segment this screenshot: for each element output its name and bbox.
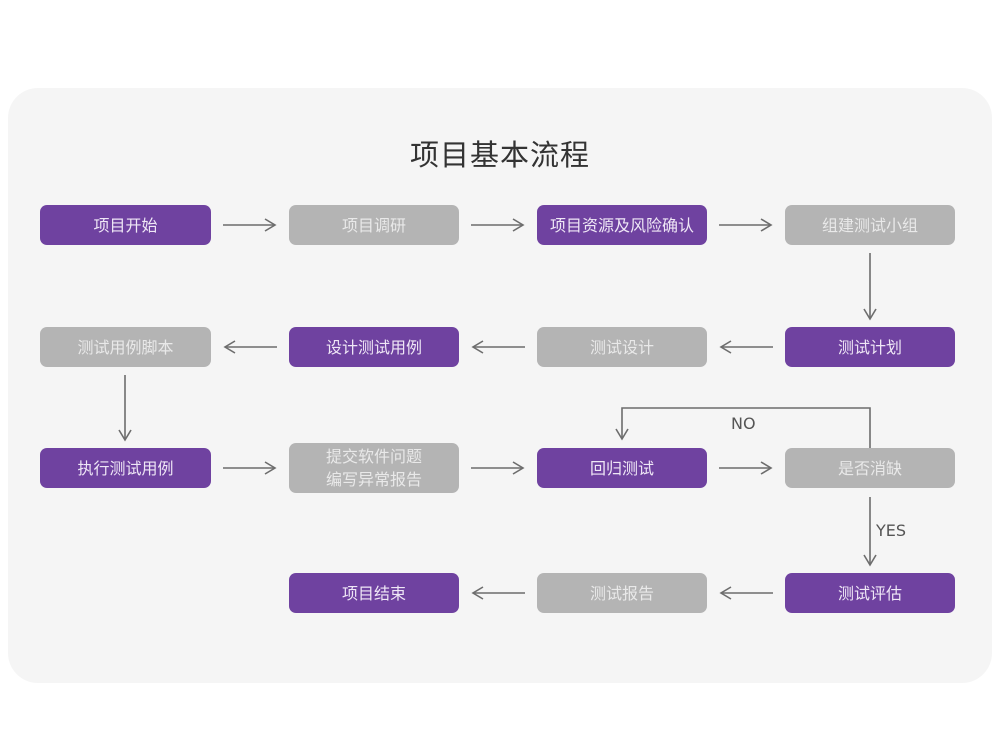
node-project-research[interactable]: 项目调研 [289,205,459,245]
node-design-test-cases[interactable]: 设计测试用例 [289,327,459,367]
node-build-test-team[interactable]: 组建测试小组 [785,205,955,245]
edge-label-yes: YES [876,521,907,540]
node-submit-defect-report[interactable]: 提交软件问题 编写异常报告 [289,443,459,493]
node-project-start[interactable]: 项目开始 [40,205,211,245]
node-defects-cleared-decision[interactable]: 是否消缺 [785,448,955,488]
edge-label-no: NO [731,414,756,433]
node-test-report[interactable]: 测试报告 [537,573,707,613]
page-title: 项目基本流程 [409,138,590,172]
node-execute-test-cases[interactable]: 执行测试用例 [40,448,211,488]
node-regression-test[interactable]: 回归测试 [537,448,707,488]
node-resource-risk-confirm[interactable]: 项目资源及风险确认 [537,205,707,245]
node-test-case-scripts[interactable]: 测试用例脚本 [40,327,211,367]
node-test-design[interactable]: 测试设计 [537,327,707,367]
node-project-end[interactable]: 项目结束 [289,573,459,613]
node-test-evaluation[interactable]: 测试评估 [785,573,955,613]
node-test-plan[interactable]: 测试计划 [785,327,955,367]
